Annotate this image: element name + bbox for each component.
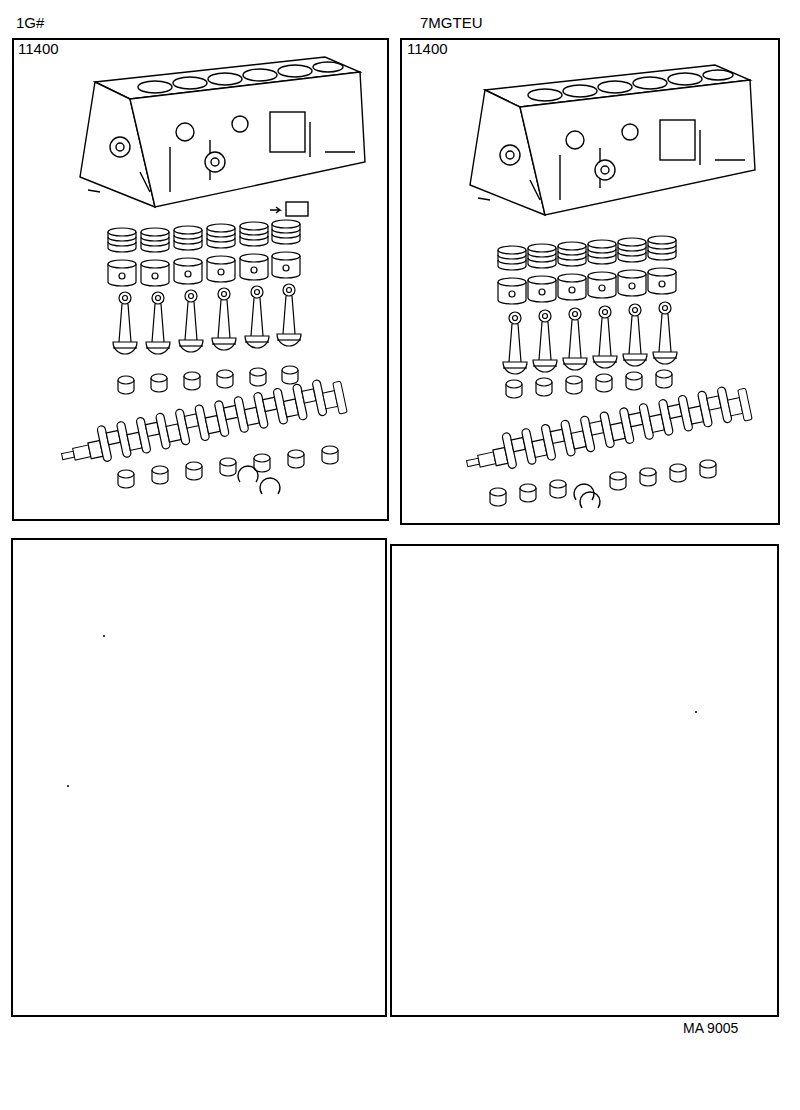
piston-rings xyxy=(108,220,300,252)
empty-panel xyxy=(391,545,778,1016)
thrust-washers xyxy=(238,202,308,494)
engine-code: 7MGTEU xyxy=(420,15,483,32)
speck xyxy=(695,711,697,713)
thrust-washers xyxy=(574,484,600,508)
connecting-rods xyxy=(503,302,677,374)
page-code: MA 9005 xyxy=(683,1021,738,1036)
crankshaft xyxy=(463,382,753,479)
pistons xyxy=(498,268,676,304)
engine-code: 1G# xyxy=(16,15,44,32)
speck xyxy=(67,785,69,787)
connecting-rods xyxy=(113,284,301,354)
main-bearings xyxy=(118,446,338,488)
rod-bearings xyxy=(118,366,298,394)
part-number: 11400 xyxy=(406,41,449,58)
engine-block xyxy=(470,65,755,215)
empty-panel xyxy=(12,539,386,1016)
rod-bearings xyxy=(506,370,672,398)
parts-panel: 1G#11400 xyxy=(12,38,389,521)
speck xyxy=(103,635,105,637)
pistons xyxy=(108,252,300,286)
parts-panel: 7MGTEU11400 xyxy=(400,38,780,525)
main-bearings xyxy=(490,460,716,506)
part-number: 11400 xyxy=(17,41,60,58)
piston-rings xyxy=(498,236,676,270)
engine-block xyxy=(80,57,365,207)
crankshaft xyxy=(58,375,348,472)
